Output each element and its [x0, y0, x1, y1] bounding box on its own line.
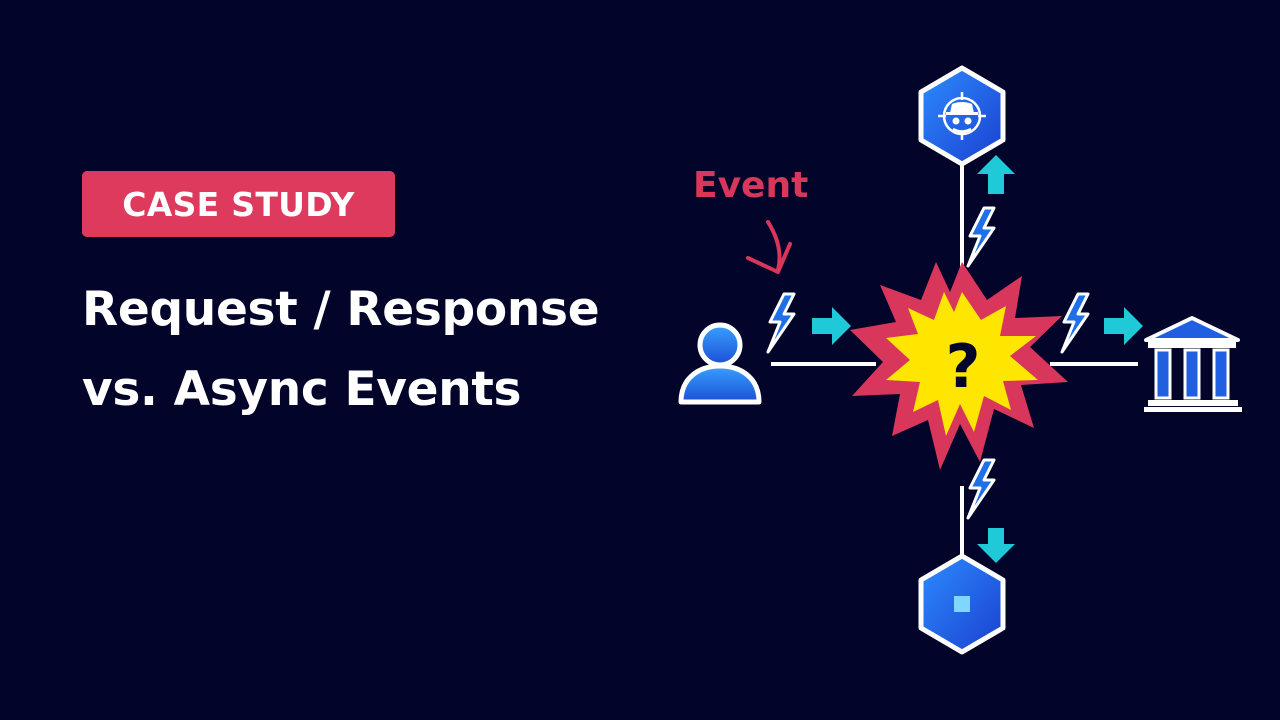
arrow-down-icon — [977, 528, 1015, 563]
center-burst: ? — [850, 262, 1068, 470]
bolt-icon-right — [1060, 292, 1090, 354]
bolt-icon-left — [766, 292, 796, 354]
detective-target-icon — [938, 92, 986, 140]
bolt-icon-top — [966, 206, 996, 268]
title-line-2: vs. Async Events — [82, 362, 522, 417]
event-label: Event — [693, 165, 808, 206]
bank-icon — [1144, 316, 1242, 412]
square-icon — [954, 596, 970, 612]
connector-lines — [771, 158, 1138, 560]
service-node-bottom — [918, 553, 1006, 655]
case-study-badge: CASE STUDY — [82, 171, 395, 237]
arrow-up-icon — [977, 155, 1015, 194]
title-line-1: Request / Response — [82, 282, 600, 337]
user-icon — [678, 322, 762, 405]
center-question-mark: ? — [946, 332, 981, 402]
bolt-icon-bottom — [966, 458, 996, 520]
burst-inner — [886, 292, 1038, 436]
arrow-right-icon-left — [812, 307, 851, 345]
slide-title: Request / Response vs. Async Events — [82, 270, 600, 430]
case-study-label: CASE STUDY — [122, 184, 355, 224]
security-service-node — [918, 65, 1006, 167]
event-pointer-arrow — [746, 220, 792, 274]
arrow-right-icon-right — [1104, 307, 1143, 345]
